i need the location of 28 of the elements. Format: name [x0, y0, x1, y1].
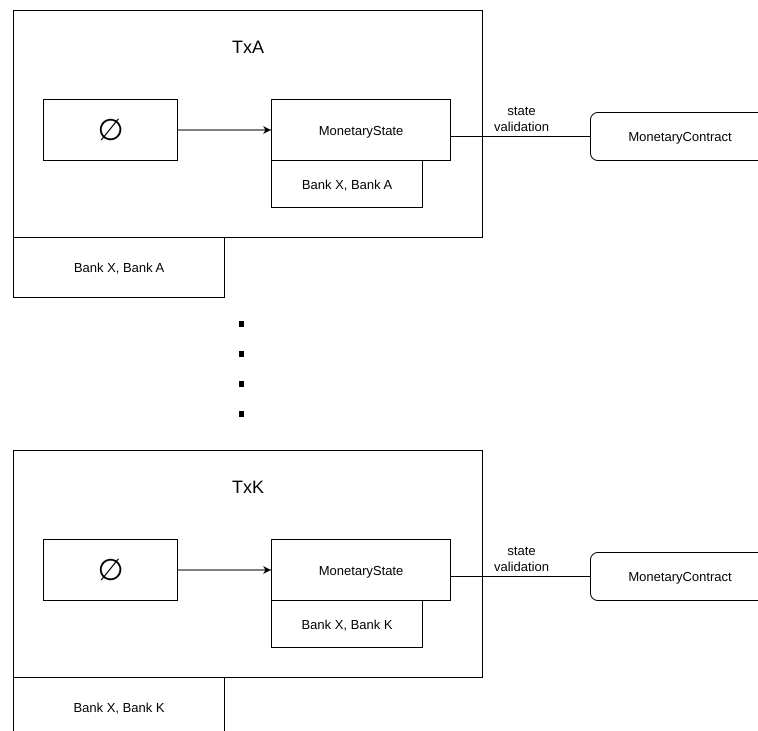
- empty-set-box: [43, 99, 178, 161]
- box-label: Bank X, Bank A: [302, 176, 392, 192]
- box-label: MonetaryState: [318, 562, 404, 578]
- empty-set-symbol: ∅: [98, 113, 124, 148]
- connector-line: [450, 136, 590, 137]
- participants-box: [13, 237, 225, 298]
- contract-box: [590, 552, 758, 601]
- transaction-title: TxK: [232, 477, 264, 498]
- transaction-box: [13, 10, 483, 238]
- participants-box: [271, 160, 423, 208]
- state-box: [271, 539, 451, 601]
- empty-set-symbol: ∅: [98, 553, 124, 588]
- transaction-box: [13, 450, 483, 678]
- box-label: MonetaryState: [318, 122, 404, 138]
- empty-set-box: [43, 539, 178, 601]
- connector-line: [450, 576, 590, 577]
- contract-box: [590, 112, 758, 161]
- box-label: MonetaryContract: [628, 129, 732, 144]
- box-label: Bank X, Bank K: [73, 700, 165, 715]
- arrow: [178, 126, 272, 134]
- participants-box: [271, 600, 423, 648]
- transaction-title: TxA: [232, 37, 264, 58]
- box-label: Bank X, Bank A: [74, 260, 164, 275]
- box-label: MonetaryContract: [628, 569, 732, 584]
- arrow: [178, 566, 272, 574]
- participants-box: [13, 677, 225, 731]
- box-label: Bank X, Bank K: [301, 616, 393, 632]
- state-box: [271, 99, 451, 161]
